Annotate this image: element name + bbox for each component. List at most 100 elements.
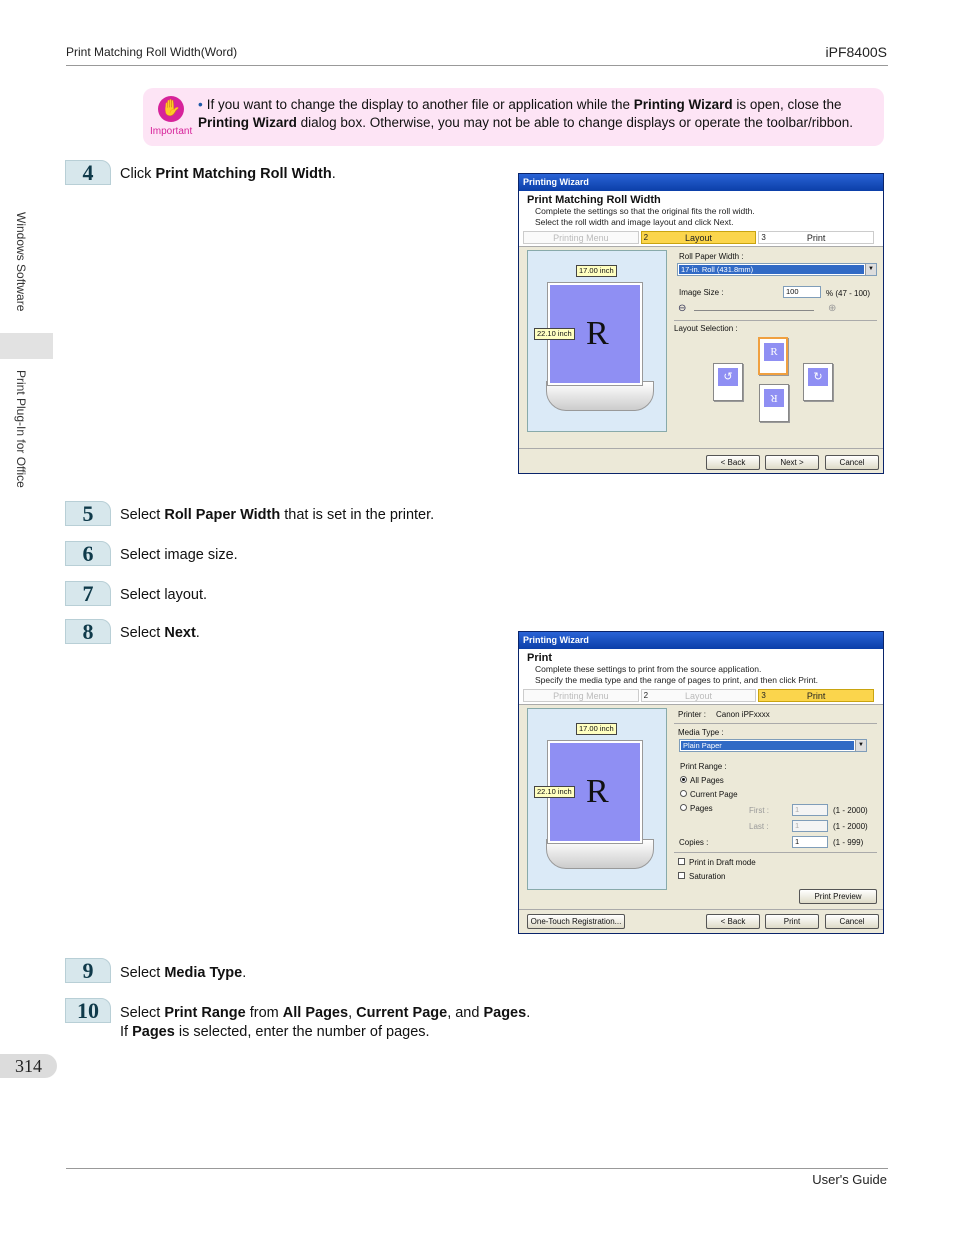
dialog-header: Print Matching Roll Width Complete the s… (519, 191, 883, 247)
cancel-button[interactable]: Cancel (825, 455, 879, 470)
draft-mode-label: Print in Draft mode (689, 858, 756, 867)
crumb-printing-menu: Printing Menu (523, 689, 639, 702)
print-preview-button[interactable]: Print Preview (799, 889, 877, 904)
width-dimension: 17.00 inch (576, 723, 617, 735)
layout-rotate-right[interactable]: ↻ (803, 363, 833, 401)
step-text-10-line2: If Pages is selected, enter the number o… (120, 1024, 430, 1040)
dialog-title: Printing Wizard (519, 632, 883, 649)
image-size-label: Image Size : (679, 288, 724, 297)
layout-preview: R 17.00 inch 22.10 inch (527, 250, 667, 432)
saturation-label: Saturation (689, 872, 726, 881)
crumb-printing-menu: Printing Menu (523, 231, 639, 244)
current-page-label: Current Page (690, 790, 738, 799)
step-text-5: Select Roll Paper Width that is set in t… (120, 507, 435, 523)
step-number-9: 9 (65, 958, 111, 983)
printer-label: Printer : (678, 710, 707, 719)
pages-radio[interactable] (680, 804, 687, 811)
button-divider (519, 909, 883, 910)
copies-range: (1 - 999) (833, 838, 864, 847)
preview-sheet: R (548, 741, 642, 843)
print-range-label: Print Range : (680, 762, 727, 771)
first-label: First : (749, 806, 769, 815)
dialog-title: Printing Wizard (519, 174, 883, 191)
back-button[interactable]: < Back (706, 914, 760, 929)
image-size-slider[interactable] (694, 310, 814, 311)
bullet-icon: • (198, 97, 203, 112)
roll-graphic (546, 839, 654, 869)
dialog-heading: Print (527, 652, 553, 664)
header-title: Print Matching Roll Width(Word) (66, 45, 238, 59)
dialog-sub1: Complete these settings to print from th… (535, 664, 762, 674)
back-button[interactable]: < Back (706, 455, 760, 470)
pages-label: Pages (690, 804, 713, 813)
print-button[interactable]: Print (765, 914, 819, 929)
step-number-6: 6 (65, 541, 111, 566)
media-type-label: Media Type : (678, 728, 724, 737)
one-touch-registration-button[interactable]: One-Touch Registration... (527, 914, 625, 929)
layout-normal[interactable]: R (758, 337, 788, 375)
all-pages-radio[interactable] (680, 776, 687, 783)
all-pages-label: All Pages (690, 776, 724, 785)
printing-wizard-layout-dialog: Printing Wizard Print Matching Roll Widt… (518, 173, 884, 474)
page-number: 314 (0, 1054, 57, 1078)
side-section-windows-software: Windows Software (14, 212, 28, 312)
next-button[interactable]: Next > (765, 455, 819, 470)
saturation-checkbox[interactable] (678, 872, 685, 879)
draft-mode-checkbox[interactable] (678, 858, 685, 865)
step-text-9: Select Media Type. (120, 965, 247, 981)
step-text-7: Select layout. (120, 587, 208, 603)
copies-label: Copies : (679, 838, 709, 847)
chevron-down-icon: ▼ (855, 740, 866, 751)
dialog-sub1: Complete the settings so that the origin… (535, 206, 755, 216)
first-page-input[interactable]: 1 (792, 804, 828, 816)
dialog-header: Print Complete these settings to print f… (519, 649, 883, 705)
print-preview-pane: R 17.00 inch 22.10 inch (527, 708, 667, 890)
last-page-input[interactable]: 1 (792, 820, 828, 832)
zoom-in-icon[interactable]: ⊕ (828, 303, 837, 314)
divider (674, 852, 877, 853)
current-page-radio[interactable] (680, 790, 687, 797)
first-range: (1 - 2000) (833, 806, 868, 815)
step-text-6: Select image size. (120, 547, 238, 563)
dialog-sub2: Specify the media type and the range of … (535, 675, 819, 685)
chevron-down-icon: ▼ (865, 264, 876, 275)
step-number-4: 4 (65, 160, 111, 185)
step-text-4: Click Print Matching Roll Width. (120, 166, 336, 182)
step-text-8: Select Next. (120, 625, 200, 641)
image-size-range: % (47 - 100) (826, 289, 871, 298)
media-type-select[interactable]: Plain Paper▼ (679, 739, 867, 752)
dialog-heading: Print Matching Roll Width (527, 194, 661, 206)
cancel-button[interactable]: Cancel (825, 914, 879, 929)
zoom-out-icon[interactable]: ⊖ (678, 303, 687, 314)
important-text: •If you want to change the display to an… (198, 97, 853, 130)
roll-graphic (546, 381, 654, 411)
important-note (143, 88, 884, 146)
step-number-10: 10 (65, 998, 111, 1023)
layout-upside-down[interactable]: R (759, 384, 789, 422)
divider (674, 723, 877, 724)
roll-width-label: Roll Paper Width : (679, 252, 744, 261)
roll-width-select[interactable]: 17-in. Roll (431.8mm)▼ (677, 263, 877, 276)
width-dimension: 17.00 inch (576, 265, 617, 277)
step-number-5: 5 (65, 501, 111, 526)
height-dimension: 22.10 inch (534, 786, 575, 798)
header-rule (66, 65, 888, 66)
layout-rotate-left[interactable]: ↺ (713, 363, 743, 401)
step-number-7: 7 (65, 581, 111, 606)
header-model: iPF8400S (825, 44, 887, 60)
copies-input[interactable]: 1 (792, 836, 828, 848)
image-size-input[interactable]: 100 (783, 286, 821, 298)
last-range: (1 - 2000) (833, 822, 868, 831)
layout-selection-label: Layout Selection : (674, 324, 738, 333)
divider (674, 320, 877, 321)
step-text-10: Select Print Range from All Pages, Curre… (120, 1005, 531, 1021)
side-band (0, 333, 53, 359)
footer-guide: User's Guide (812, 1172, 887, 1187)
important-label: Important (150, 126, 193, 137)
